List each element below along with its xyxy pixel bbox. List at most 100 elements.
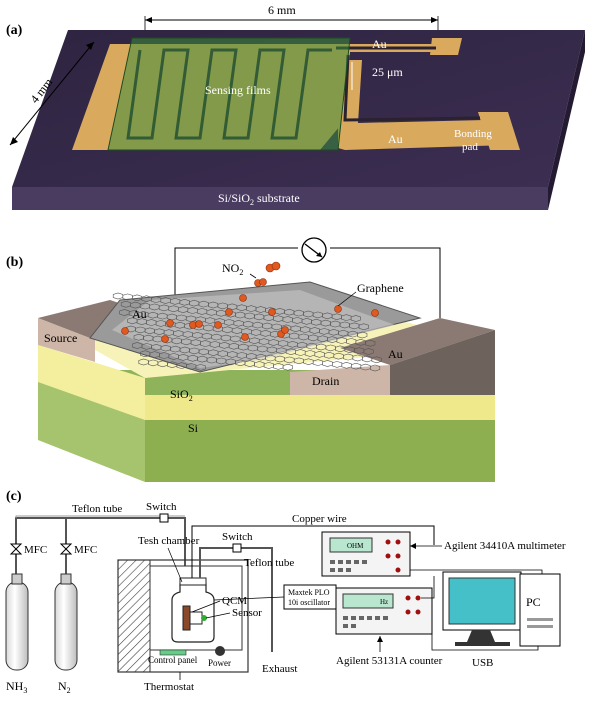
mfc-valve-1[interactable] xyxy=(9,543,23,555)
graphene-hexagon xyxy=(189,299,200,307)
graphene-hexagon xyxy=(190,339,201,347)
graphene-hexagon xyxy=(179,298,190,306)
graphene-hexagon xyxy=(268,339,279,346)
graphene-hexagon xyxy=(133,333,144,341)
graphene-hexagon xyxy=(251,329,262,336)
oscillator-label-2: 10i oscillator xyxy=(288,598,330,607)
exhaust-label: Exhaust xyxy=(262,663,297,675)
graphene-hexagon xyxy=(163,329,174,336)
graphene-hexagon xyxy=(287,340,298,348)
graphene-hexagon xyxy=(239,336,250,344)
graphene-hexagon xyxy=(141,295,152,303)
graphene-hexagon xyxy=(282,363,293,371)
graphene-hexagon xyxy=(350,315,361,322)
graphene-hexagon xyxy=(222,326,233,334)
substrate-label: Si/SiO2 substrate xyxy=(218,191,300,207)
graphene-hexagon xyxy=(244,360,255,368)
graphene-hexagon xyxy=(219,341,230,349)
graphene-hexagon xyxy=(144,327,155,335)
graphene-sheet xyxy=(89,281,422,373)
graphene-hexagon xyxy=(139,302,150,310)
graphene-hexagon xyxy=(371,356,382,364)
graphene-hexagon xyxy=(154,328,165,336)
graphene-hexagon xyxy=(206,356,217,364)
graphene-hexagon xyxy=(181,338,192,346)
graphene-hexagon xyxy=(331,313,342,321)
graphene-hexagon xyxy=(330,320,341,328)
graphene-hexagon xyxy=(206,308,217,316)
graphene-hexagon xyxy=(274,355,286,363)
graphene-hexagon xyxy=(346,338,357,345)
graphene-hexagon xyxy=(132,342,143,349)
graphene-hexagon xyxy=(320,319,331,327)
graphene-hexagon xyxy=(265,354,276,362)
graphene-hexagon xyxy=(298,333,309,341)
graphene-hexagon xyxy=(141,343,152,350)
graphene-hexagon xyxy=(243,320,254,328)
graphene-hexagon xyxy=(192,331,203,339)
mfc-valve-2[interactable] xyxy=(59,543,73,555)
panel-c: (c) Teflon tube Switch MFC MFC NH3 N2 Co… xyxy=(5,489,566,695)
counter-buttons[interactable] xyxy=(343,616,388,628)
graphene-hexagon xyxy=(197,308,208,315)
graphene-hexagon xyxy=(235,359,246,367)
graphene-hexagon xyxy=(178,353,189,361)
graphene-hexagon xyxy=(209,341,220,348)
power-label: Power xyxy=(208,658,231,668)
graphene-hexagon xyxy=(132,294,143,302)
multimeter-display xyxy=(329,537,373,553)
qcm-label: QCM xyxy=(222,595,247,607)
graphene-hexagon xyxy=(140,350,151,358)
graphene-hexagon xyxy=(149,303,160,311)
graphene-hexagon xyxy=(157,312,168,320)
switch-top-valve[interactable] xyxy=(159,513,169,523)
counter-display xyxy=(342,593,394,609)
sio2-side xyxy=(38,345,145,420)
graphene-hexagon xyxy=(341,361,352,369)
height-dimension-line xyxy=(9,41,95,146)
sensing-films-label: Sensing films xyxy=(205,83,271,97)
graphene-hexagon xyxy=(347,330,358,338)
graphene-hexagon xyxy=(315,343,327,351)
graphene-hexagon xyxy=(311,318,322,326)
graphene-hexagon xyxy=(322,312,333,320)
panel-c-label: (c) xyxy=(6,489,22,504)
graphene-hexagon xyxy=(255,306,266,313)
multimeter-buttons[interactable] xyxy=(330,560,367,572)
graphene-hexagon xyxy=(187,307,198,314)
graphene-hexagon xyxy=(342,353,354,361)
switch-mid-label: Switch xyxy=(222,531,253,543)
graphene-hexagon xyxy=(200,340,211,347)
graphene-hexagon xyxy=(355,338,366,346)
graphene-hexagon xyxy=(290,325,301,333)
mfc-2-label: MFC xyxy=(74,544,97,556)
sio2-front xyxy=(145,395,495,420)
nh3-cylinder xyxy=(5,581,29,671)
graphene-hexagon xyxy=(216,357,227,365)
graphene-hexagon xyxy=(341,314,352,321)
meter-icon xyxy=(301,237,327,263)
multimeter-label: Agilent 34410A multimeter xyxy=(444,540,566,552)
power-button[interactable] xyxy=(215,646,225,656)
graphene-hexagon xyxy=(246,305,257,312)
graphene-hexagon xyxy=(159,352,170,359)
multimeter-terminals xyxy=(385,539,401,573)
graphene-hexagon xyxy=(167,361,178,369)
graphene-hexagon xyxy=(198,348,209,356)
graphene-hexagon xyxy=(138,358,149,366)
switch-mid-valve[interactable] xyxy=(232,543,242,553)
graphene-hexagon xyxy=(160,297,171,304)
counter-label: Agilent 53131A counter xyxy=(336,655,443,667)
oscillator-label-1: Maxtek PLO xyxy=(288,588,330,597)
graphene-hexagon xyxy=(168,305,179,313)
graphene-hexagon xyxy=(127,317,138,325)
graphene-hexagon xyxy=(363,348,374,355)
graphene-hexagon xyxy=(285,348,297,356)
graphene-hexagon xyxy=(249,337,260,345)
graphene-hexagon xyxy=(205,317,216,324)
graphene-hexagon xyxy=(208,349,219,357)
source-front xyxy=(38,318,95,362)
graphene-hexagon xyxy=(308,334,319,342)
graphene-hexagon xyxy=(201,332,212,340)
